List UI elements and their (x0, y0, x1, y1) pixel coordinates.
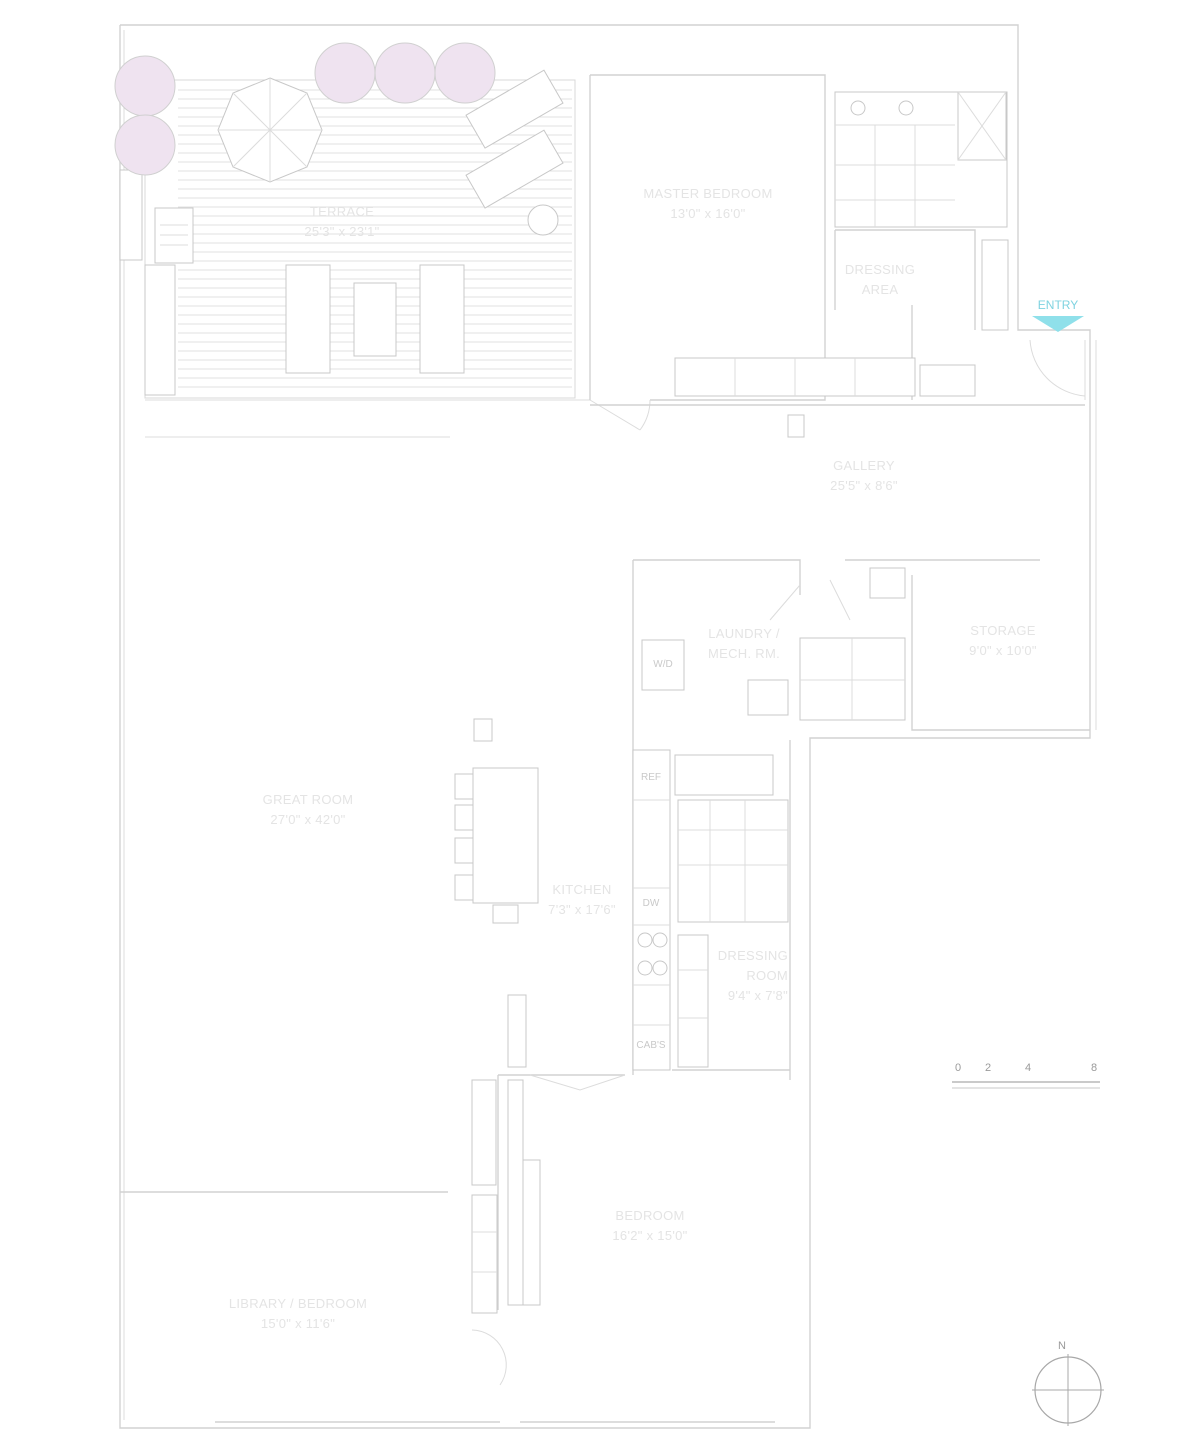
gallery-size: 25'5" x 8'6" (830, 478, 898, 493)
room-label-master-bedroom: MASTER BEDROOM 13'0" x 16'0" (643, 184, 772, 224)
dressing-area-line1: DRESSING (844, 262, 916, 277)
terrace-size: 25'3" x 23'1" (304, 224, 380, 239)
library-name: LIBRARY / BEDROOM (228, 1296, 368, 1311)
refrigerator-label: REF (641, 772, 661, 783)
room-label-kitchen: KITCHEN 7'3" x 17'6" (548, 880, 616, 920)
shrub-icons (114, 42, 496, 176)
room-label-great-room: GREAT ROOM 27'0" x 42'0" (263, 790, 354, 830)
kitchen-walls (632, 740, 791, 1080)
room-label-library: LIBRARY / BEDROOM 15'0" x 11'6" (229, 1294, 367, 1334)
great-room-name: GREAT ROOM (262, 792, 354, 807)
room-label-gallery: GALLERY 25'5" x 8'6" (830, 456, 898, 496)
entry-door[interactable] (1029, 339, 1086, 400)
master-bedroom-size: 13'0" x 16'0" (670, 206, 746, 221)
great-room-size: 27'0" x 42'0" (270, 812, 346, 827)
terrace-name: TERRACE (309, 204, 375, 219)
entry-arrow-icon (1032, 316, 1084, 332)
grill-icon (154, 207, 194, 264)
storage-size: 9'0" x 10'0" (969, 643, 1037, 658)
laundry-line2: MECH. RM. (707, 646, 781, 661)
core-walls (632, 559, 1090, 1075)
dressing-area-line2: AREA (861, 282, 899, 297)
washer-dryer-label: W/D (653, 659, 673, 670)
room-label-dressing-area: DRESSING AREA (845, 260, 915, 300)
room-label-bedroom: BEDROOM 16'2" x 15'0" (612, 1206, 687, 1246)
entry-label: ENTRY (1037, 298, 1079, 312)
kitchen-size: 7'3" x 17'6" (548, 902, 616, 917)
dishwasher-label: DW (642, 898, 660, 909)
dressing-room-line2: ROOM (746, 968, 788, 983)
dressing-room-size: 9'4" x 7'8" (727, 988, 788, 1003)
umbrella-icon (217, 77, 323, 183)
terrace (114, 42, 590, 438)
master-bedroom-name: MASTER BEDROOM (643, 186, 773, 201)
bedroom-size: 16'2" x 15'0" (612, 1228, 688, 1243)
storage-name: STORAGE (970, 623, 1036, 638)
library-size: 15'0" x 11'6" (260, 1316, 336, 1331)
room-label-storage: STORAGE 9'0" x 10'0" (969, 621, 1037, 661)
cabinet-label: CAB'S (636, 1040, 666, 1051)
exterior-walls (119, 24, 1097, 1429)
dressing-room-line1: DRESSING (717, 948, 788, 963)
sofa-icon (285, 264, 465, 374)
room-label-laundry: LAUNDRY / MECH. RM. (708, 624, 780, 664)
kitchen-name: KITCHEN (552, 882, 612, 897)
room-label-terrace: TERRACE 25'3" x 23'1" (304, 202, 379, 242)
kitchen-island-icon (454, 718, 539, 924)
scale-label-2: 2 (984, 1062, 992, 1074)
gallery-name: GALLERY (833, 458, 895, 473)
compass-icon (1032, 1354, 1104, 1426)
closet-rods (674, 357, 976, 397)
master-suite-walls (589, 74, 1009, 431)
scale-label-0: 0 (954, 1062, 962, 1074)
scale-label-4: 4 (1024, 1062, 1032, 1074)
side-table-icon (527, 204, 559, 236)
room-label-dressing-room: DRESSING ROOM 9'4" x 7'8" (700, 946, 788, 1006)
compass-north-label: N (1058, 1340, 1066, 1352)
scale-bar (952, 1081, 1100, 1089)
scale-label-8: 8 (1090, 1062, 1098, 1074)
bedroom-walls (497, 994, 626, 1310)
laundry-line1: LAUNDRY / (708, 626, 780, 641)
bedroom-name: BEDROOM (615, 1208, 685, 1223)
lounge-chair-icon (465, 69, 564, 209)
library-walls (120, 1079, 775, 1423)
